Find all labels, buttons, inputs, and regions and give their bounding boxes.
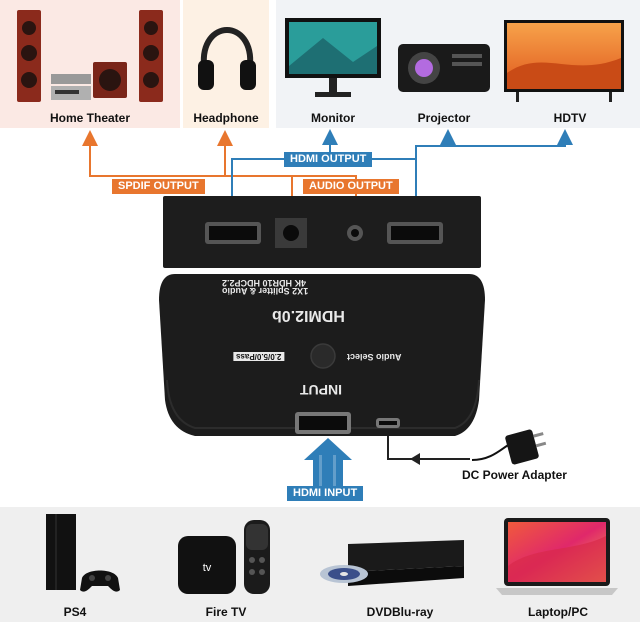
- hdmi-out-port-2: [387, 222, 443, 244]
- brand-print: HDMI2.0b: [272, 307, 345, 324]
- input-label-laptop: Laptop/PC: [528, 605, 588, 619]
- input-label-fire-tv: Fire TV: [205, 605, 247, 619]
- hdtv-icon: [504, 20, 624, 102]
- output-label-hdtv: HDTV: [553, 111, 587, 125]
- home-theater-speakers-icon: [17, 10, 163, 102]
- spdif-port: [275, 218, 307, 248]
- input-print: INPUT: [300, 382, 342, 398]
- fire-tv-box-icon: tv: [178, 520, 270, 594]
- output-label-projector: Projector: [417, 111, 471, 125]
- projector-icon: [398, 44, 490, 92]
- power-adapter-label: DC Power Adapter: [462, 468, 567, 482]
- audio-select-button[interactable]: [311, 344, 335, 368]
- dvd-player-icon: [320, 540, 464, 586]
- laptop-icon: [496, 518, 618, 595]
- hdmi-input-port: [295, 412, 351, 434]
- monitor-icon: [285, 18, 381, 97]
- spdif-output-tag: SPDIF OUTPUT: [112, 179, 205, 194]
- output-label-headphone: Headphone: [193, 111, 259, 125]
- hdmi-out-port-1: [205, 222, 261, 244]
- output-label-home-theater: Home Theater: [49, 111, 131, 125]
- input-label-dvd: DVDBlu-ray: [366, 605, 434, 619]
- hdmi-output-tag: HDMI OUTPUT: [284, 152, 373, 167]
- audio-jack-port: [347, 225, 363, 241]
- audio-select-print: Audio Select: [347, 352, 402, 362]
- audio-output-tag: AUDIO OUTPUT: [303, 179, 399, 194]
- mode-print: 2.0/5.0/Pass: [233, 352, 285, 361]
- splitter-body: [159, 274, 485, 436]
- output-label-monitor: Monitor: [311, 111, 355, 125]
- usb-power-port: [376, 418, 400, 428]
- headphone-icon: [198, 27, 256, 90]
- hdmi-input-tag: HDMI INPUT: [287, 486, 364, 501]
- spec-print-line2: 4K HDR10 HDCP2.2: [222, 278, 307, 288]
- input-label-ps4: PS4: [63, 605, 87, 619]
- ps4-console-icon: [46, 514, 120, 592]
- power-adapter-icon: [472, 429, 547, 465]
- back-panel-ports: [205, 218, 443, 248]
- svg-text:tv: tv: [203, 562, 212, 574]
